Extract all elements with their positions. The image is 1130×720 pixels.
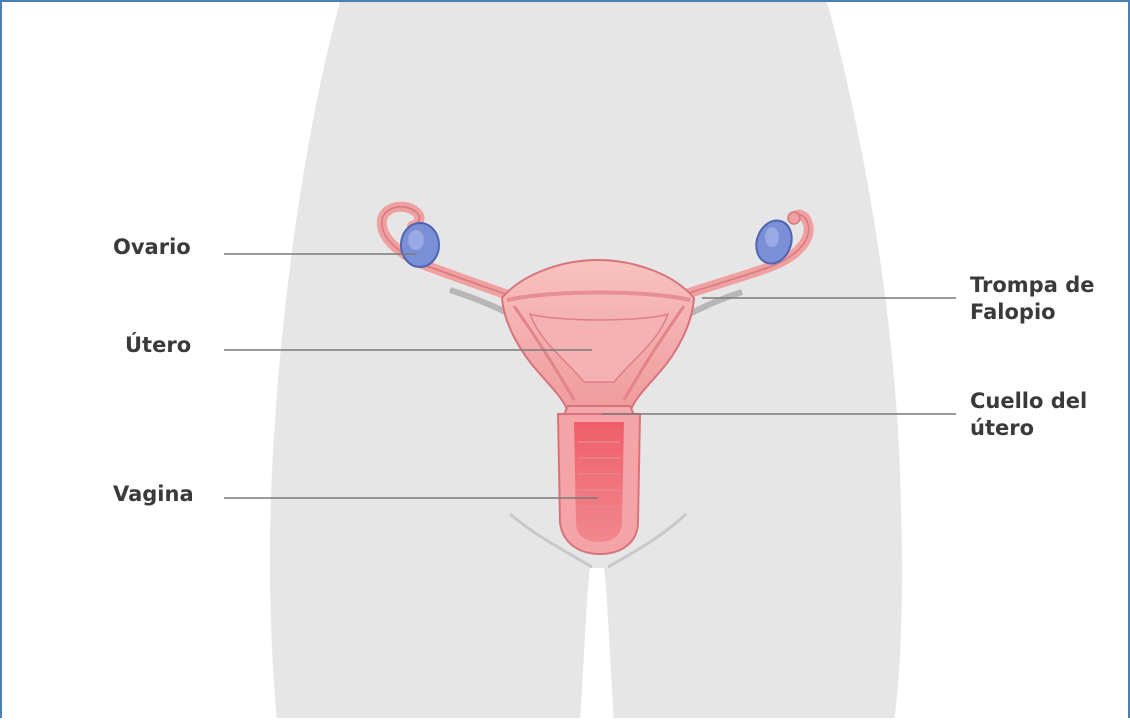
label-vagina: Vagina xyxy=(113,481,194,508)
label-cuello-line1: Cuello del xyxy=(970,388,1087,415)
vaginal-canal xyxy=(574,422,624,542)
fimbria-right xyxy=(788,212,800,224)
label-utero: Útero xyxy=(125,332,191,359)
ovary-left-highlight xyxy=(408,230,424,250)
label-trompa-line2: Falopio xyxy=(970,299,1094,326)
ovary-right-highlight xyxy=(765,227,779,247)
label-trompa-line1: Trompa de xyxy=(970,272,1094,299)
label-cuello-del-utero: Cuello del útero xyxy=(970,388,1087,442)
label-cuello-line2: útero xyxy=(970,415,1087,442)
label-trompa-de-falopio: Trompa de Falopio xyxy=(970,272,1094,326)
label-ovario: Ovario xyxy=(113,234,191,261)
